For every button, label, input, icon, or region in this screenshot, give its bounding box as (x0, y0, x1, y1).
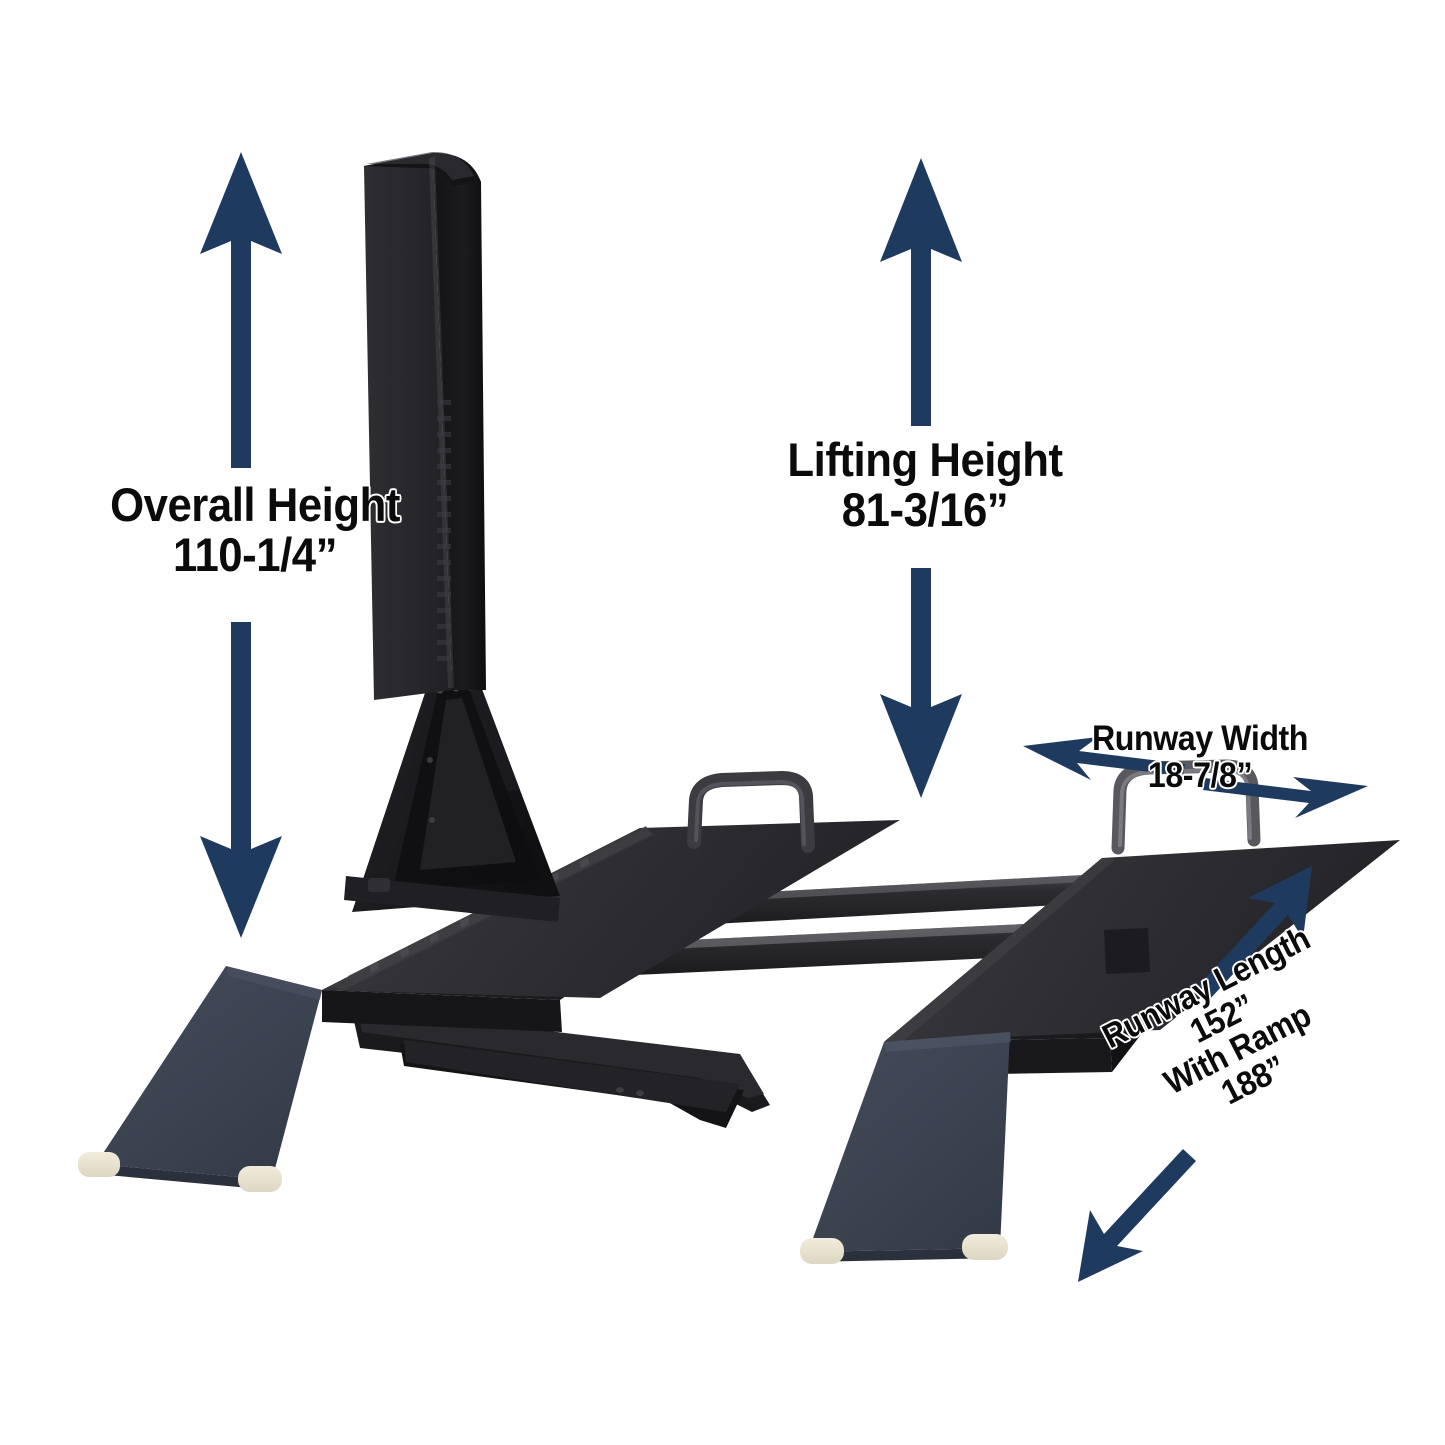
right-ramp (800, 1032, 1011, 1264)
lifting-height-arrow-down (880, 568, 962, 798)
overall-height-value: 110-1/4” (173, 527, 337, 581)
overall-height-label: Overall Height 110-1/4” (83, 480, 427, 580)
column-gusset (344, 668, 560, 922)
left-ramp (78, 966, 322, 1192)
lifting-height-value: 81-3/16” (841, 482, 1009, 536)
overall-height-arrow-up (200, 152, 282, 468)
lifting-height-label: Lifting Height 81-3/16” (767, 435, 1083, 535)
lift-assembly (78, 151, 1400, 1264)
lift-column (364, 151, 486, 700)
left-handle (687, 770, 815, 853)
runway-width-arrow (1023, 737, 1368, 818)
roller-cap (78, 1152, 282, 1192)
lifting-height-arrow-up (880, 158, 962, 426)
runway-width-value: 18-7/8” (1147, 756, 1253, 796)
lifting-height-title: Lifting Height (787, 433, 1063, 486)
runway-width-label: Runway Width 18-7/8” (1076, 720, 1324, 794)
overall-height-arrow-down (200, 622, 282, 938)
overall-height-title: Overall Height (110, 478, 400, 531)
right-handle (1111, 759, 1261, 855)
runway-length-arrow-down (1078, 1149, 1196, 1282)
runway-width-title: Runway Width (1092, 719, 1308, 758)
roller-cap (800, 1234, 1008, 1264)
base-rail (352, 1008, 770, 1128)
runway-length-arrow-up (1196, 866, 1312, 1000)
